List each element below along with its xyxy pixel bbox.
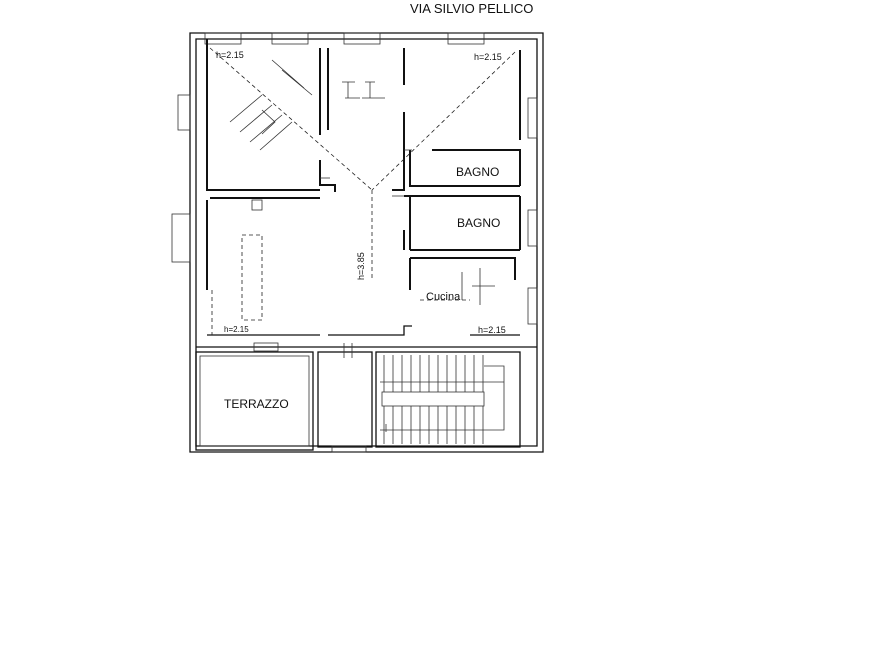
terrace [195,342,314,451]
height-bottom-right: h=2.15 [478,325,506,335]
right-windows [527,97,538,325]
ceiling-lines [209,47,516,280]
top-left-fixtures [229,59,313,151]
room-label-cucina: Cucina [426,291,461,303]
height-bottom-left: h=2.15 [224,325,249,334]
height-center: h=3.85 [356,252,366,280]
left-windows [171,94,191,263]
doors [320,149,412,197]
stairwell [317,343,521,453]
kitchen-fixtures [420,268,495,305]
outer-walls [189,32,544,453]
room-label-terrazzo: TERRAZZO [224,397,289,411]
living-fixtures [211,234,263,335]
street-label: VIA SILVIO PELLICO [410,1,533,16]
column [251,199,263,211]
room-label-bagno-2: BAGNO [457,216,500,230]
height-top-right: h=2.15 [474,52,502,62]
interior-walls [196,39,537,348]
room-label-bagno-1: BAGNO [456,165,499,179]
top-windows [204,32,485,45]
top-center-fixtures [342,81,385,99]
height-top-left: h=2.15 [216,50,244,60]
